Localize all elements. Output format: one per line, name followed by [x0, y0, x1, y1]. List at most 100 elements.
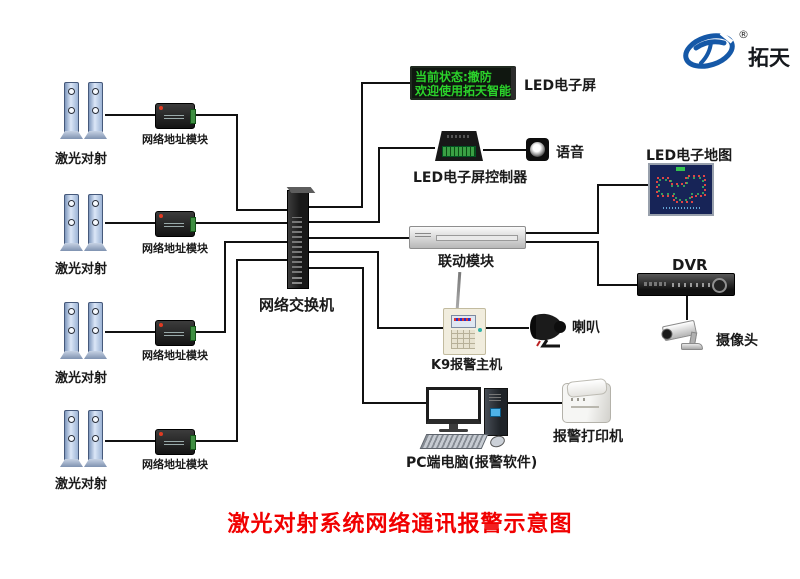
keyboard [419, 434, 489, 449]
tower-led-icon [92, 416, 99, 423]
voice-speaker [526, 138, 549, 161]
tower-post [88, 410, 103, 461]
pc-label: PC端电脑(报警软件) [406, 455, 538, 471]
linkage-label: 联动模块 [438, 254, 494, 270]
dvr-front-text [644, 282, 666, 286]
tower-led-icon [68, 107, 75, 114]
tower-base [84, 351, 107, 359]
logo-t-stem-icon [699, 40, 713, 65]
tower-led-icon [92, 308, 99, 315]
led-sign-line2: 欢迎使用拓天智能 [415, 84, 512, 98]
network-address-module-2 [155, 211, 196, 237]
rack-silkscreen [415, 231, 431, 237]
module-terminal [190, 217, 196, 232]
k9-alarm-host [443, 308, 486, 355]
alarm-printer [562, 377, 611, 423]
tower-led-icon [92, 200, 99, 207]
linkage-module [409, 226, 526, 249]
monitor-stand [449, 424, 458, 430]
wire-switch-k9 [307, 251, 443, 329]
controller-label: LED电子屏控制器 [413, 170, 528, 186]
module-label-4: 网络地址模块 [142, 458, 208, 471]
laser-label-3: 激光对射 [55, 371, 108, 386]
horn-speaker-icon [530, 313, 566, 348]
led-sign-label: LED电子屏 [524, 78, 597, 94]
tower-base [84, 131, 107, 139]
pc-workstation [419, 385, 510, 450]
printer-label: 报警打印机 [553, 429, 623, 445]
controller-terminal-strip [442, 146, 476, 157]
map-led-dots [656, 167, 706, 209]
laser-tower-pair-3 [60, 302, 108, 362]
module-power-led-icon [159, 214, 163, 218]
tower-led-icon [92, 107, 99, 114]
tower-post [64, 302, 79, 353]
laser-tower-pair-1 [60, 82, 108, 142]
network-address-module-1 [155, 103, 196, 129]
wire-switch-pc [307, 267, 426, 404]
wire-module3-switch [193, 241, 287, 333]
controller-vents [447, 135, 471, 138]
diagram-title: 激光对射系统网络通讯报警示意图 [227, 512, 573, 537]
brand-logo: ® 拓天 [683, 28, 791, 70]
tower-led-icon [68, 219, 75, 226]
laser-label-1: 激光对射 [55, 152, 108, 167]
module-terminal [190, 435, 196, 450]
laser-tower-pair-2 [60, 194, 108, 254]
tower-led-icon [92, 435, 99, 442]
switch-label: 网络交换机 [259, 296, 335, 314]
dvr-recorder [637, 273, 735, 296]
switch-uplink-ports [292, 277, 302, 284]
brand-name: 拓天 [748, 46, 791, 70]
tower-base [84, 243, 107, 251]
horn-label: 喇叭 [572, 320, 600, 336]
tower-base [84, 459, 107, 467]
module-terminal [190, 326, 196, 341]
network-address-module-4 [155, 429, 196, 455]
tower-led-icon [68, 435, 75, 442]
tower-led-icon [92, 327, 99, 334]
switch-ports [292, 217, 302, 273]
tower-post [88, 302, 103, 353]
wire-module4-switch [193, 259, 287, 442]
k9-lcd-screen [451, 315, 476, 328]
monitor-base [439, 429, 468, 432]
wire-switch-ledscreen [307, 82, 410, 208]
tower-led-icon [92, 219, 99, 226]
tower-base [60, 351, 83, 359]
tower-post [88, 194, 103, 245]
tower-base [60, 243, 83, 251]
monitor [426, 387, 481, 424]
tower-led-icon [68, 200, 75, 207]
network-switch [286, 187, 316, 289]
module-label-3: 网络地址模块 [142, 349, 208, 362]
tower-led-icon [92, 88, 99, 95]
camera-lens-icon [660, 327, 674, 341]
logo-gap [719, 31, 734, 44]
module-print [164, 331, 184, 336]
tower-led-icon [68, 416, 75, 423]
network-address-module-3 [155, 320, 196, 346]
camera-mount [681, 343, 703, 350]
k9-lcd-pixels [454, 318, 471, 321]
tower-led-icon [68, 308, 75, 315]
dvr-label: DVR [672, 256, 708, 274]
camera-label: 摄像头 [716, 333, 758, 349]
pc-tower-display [490, 408, 501, 417]
k9-status-led-icon [478, 328, 482, 332]
k9-keypad [451, 330, 475, 349]
dvr-knob-icon [712, 278, 727, 293]
tower-post [64, 410, 79, 461]
module-label-1: 网络地址模块 [142, 133, 208, 146]
module-power-led-icon [159, 432, 163, 436]
wire-linkage-dvr [524, 241, 637, 286]
module-terminal [190, 109, 196, 124]
led-display-sign: 当前状态:撤防 欢迎使用拓天智能 [410, 66, 516, 100]
wire-module1-switch [193, 114, 287, 211]
registered-mark: ® [738, 28, 749, 41]
tower-led-icon [68, 88, 75, 95]
module-label-2: 网络地址模块 [142, 242, 208, 255]
k9-label: K9报警主机 [431, 358, 503, 373]
